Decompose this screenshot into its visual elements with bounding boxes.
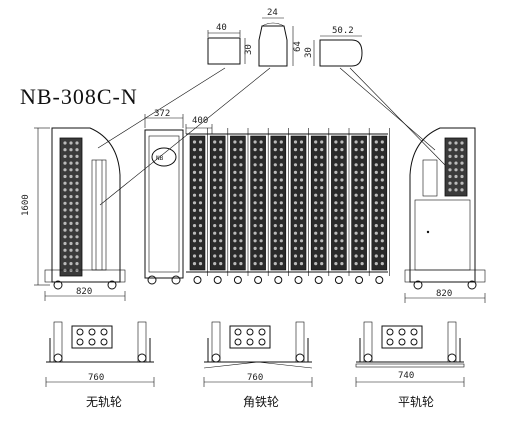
height-dimension: 1600 [21, 194, 31, 216]
wheel-views [45, 321, 465, 387]
profile-2-height: 64 [293, 41, 303, 52]
box-width-dimension: 372 [154, 109, 170, 119]
profile-1-height: 30 [244, 44, 254, 55]
control-box: NB 372 [144, 109, 184, 285]
profile-1-width: 40 [216, 23, 227, 33]
wheel-detail-view [45, 321, 155, 387]
wheel-1-width: 760 [88, 373, 104, 383]
gate-panel [209, 128, 229, 284]
gate-panel [371, 128, 390, 284]
gate-panel [290, 128, 309, 284]
model-title: NB-308C-N [20, 84, 138, 109]
profile-2-width: 24 [267, 8, 278, 18]
wheel-3-label: 平轨轮 [398, 395, 434, 409]
gate-panel [189, 128, 208, 284]
gate-panel [331, 128, 350, 284]
profile-section-2: 24 64 [258, 8, 303, 67]
left-side-view: 1600 820 [21, 127, 126, 301]
wheel-detail-view [203, 321, 313, 387]
profile-3-height: 30 [304, 47, 314, 58]
panel-pitch-dimension: 400 [192, 116, 208, 126]
leader-lines [97, 67, 446, 206]
wheel-3-width: 740 [398, 371, 414, 381]
profile-section-3: 50.2 30 [304, 26, 363, 67]
gate-panels: 400 [185, 116, 390, 284]
left-width-dimension: 820 [76, 287, 92, 297]
right-side-view: 820 [404, 127, 486, 303]
gate-panel [230, 128, 249, 284]
wheel-2-label: 角铁轮 [243, 395, 279, 409]
right-width-dimension: 820 [436, 289, 452, 299]
wheel-2-width: 760 [247, 373, 263, 383]
profile-section-1: 40 30 [207, 23, 254, 65]
gate-panel [310, 128, 330, 284]
profile-3-width: 50.2 [332, 26, 354, 36]
wheel-1-label: 无轨轮 [86, 395, 122, 409]
gate-panel [270, 128, 289, 284]
gate-panel [351, 128, 370, 284]
badge-text: NB [156, 155, 164, 162]
wheel-detail-view [355, 321, 465, 387]
gate-panel [250, 128, 269, 284]
